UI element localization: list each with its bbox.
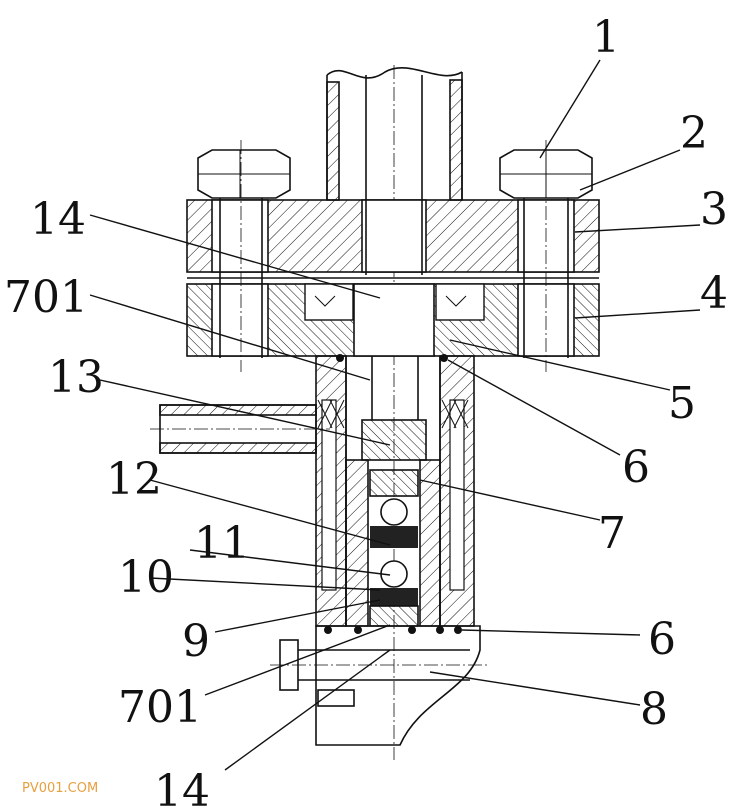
o-rings xyxy=(324,354,462,634)
label-5: 5 xyxy=(668,378,696,429)
label-4: 4 xyxy=(700,268,728,319)
check-balls xyxy=(369,469,419,627)
label-9: 9 xyxy=(182,616,210,667)
label-12: 12 xyxy=(106,454,162,505)
label-8: 8 xyxy=(640,684,668,735)
label-6-lower: 6 xyxy=(648,614,676,665)
lower-flange xyxy=(186,277,600,357)
label-11: 11 xyxy=(194,518,250,569)
packing-seals xyxy=(317,399,469,429)
upper-flange xyxy=(186,199,600,273)
label-701-lower: 701 xyxy=(118,682,202,733)
bolt-left xyxy=(197,140,291,372)
label-1: 1 xyxy=(592,12,620,63)
watermark: PV001.COM xyxy=(22,781,98,796)
label-6-upper: 6 xyxy=(622,442,650,493)
bolt-right xyxy=(499,140,593,372)
label-14-upper: 14 xyxy=(30,194,86,245)
label-14-lower: 14 xyxy=(154,766,210,812)
label-13: 13 xyxy=(48,352,104,403)
leader-lines xyxy=(89,59,701,771)
label-7: 7 xyxy=(598,508,626,559)
label-3: 3 xyxy=(700,184,728,235)
bottom-plate xyxy=(270,625,490,746)
label-10: 10 xyxy=(118,552,174,603)
side-pipe xyxy=(150,404,330,454)
label-2: 2 xyxy=(680,108,708,159)
label-701-upper: 701 xyxy=(4,272,88,323)
